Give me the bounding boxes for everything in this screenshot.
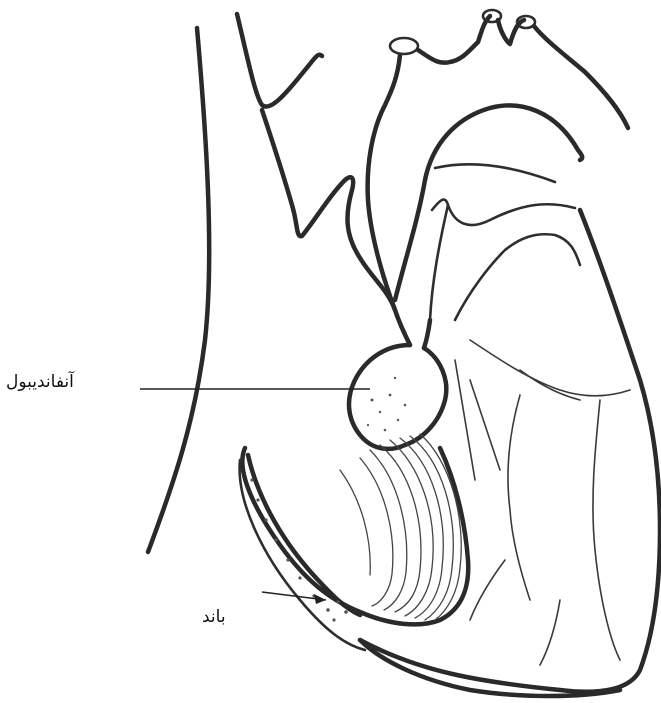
vena-cava-outer-wall bbox=[148, 28, 209, 552]
aortic-arch-inner bbox=[395, 105, 582, 300]
aortic-arch-outer bbox=[534, 26, 628, 128]
pulmonary-artery-lower bbox=[432, 200, 575, 225]
vessel-branch-opening-1 bbox=[390, 38, 418, 54]
ventricle-muscle-hatching bbox=[340, 434, 461, 620]
aortic-arch-top bbox=[418, 16, 490, 63]
pulmonary-artery-upper bbox=[435, 164, 555, 182]
heart-upper-right-contour bbox=[455, 234, 580, 320]
vena-cava-inner-wall bbox=[237, 14, 322, 107]
aortic-arch bbox=[368, 55, 400, 310]
infundibulum-shading bbox=[367, 377, 406, 432]
infundibulum-label: آنفاندیبول bbox=[6, 374, 136, 391]
ventricle-inner-wall bbox=[248, 455, 360, 615]
heart-bottom-contour bbox=[360, 640, 620, 696]
pulmonary-trunk-right bbox=[430, 205, 448, 320]
infundibulum-bulb bbox=[349, 345, 446, 449]
vessel-lower-branch bbox=[262, 110, 395, 310]
band-label: باند bbox=[202, 609, 262, 626]
aortic-arch-right bbox=[498, 20, 524, 44]
infundibulum-neck-right bbox=[424, 320, 430, 348]
infundibulum-neck-left bbox=[395, 310, 410, 345]
coronary-vessels bbox=[455, 340, 630, 665]
